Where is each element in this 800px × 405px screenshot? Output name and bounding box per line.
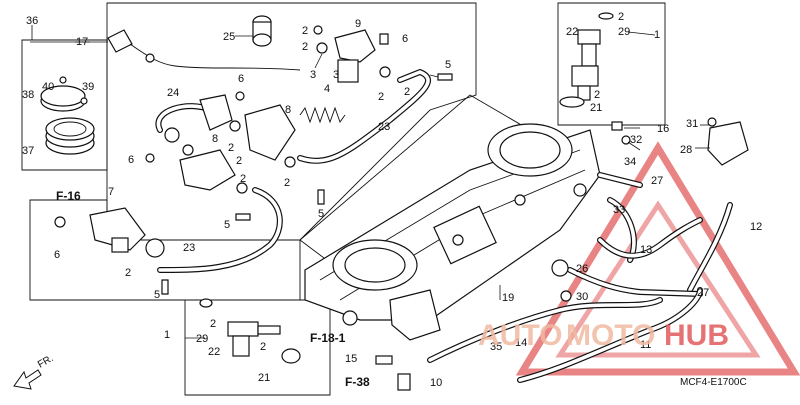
watermark-moto: MOTO	[566, 319, 655, 352]
callout-29b: 29	[196, 333, 208, 345]
callout-2g: 2	[228, 142, 234, 154]
callout-14: 14	[515, 337, 527, 349]
diagram-code: MCF4-E1700C	[680, 377, 747, 388]
callout-30: 30	[576, 291, 588, 303]
throttle-body	[304, 123, 601, 341]
callout-21b: 21	[258, 372, 270, 384]
callout-2a: 2	[302, 25, 308, 37]
callout-26: 26	[576, 263, 588, 275]
callout-2m: 2	[260, 341, 266, 353]
callout-22b: 22	[208, 346, 220, 358]
front-arrow: FR.	[13, 353, 55, 390]
callout-5d: 5	[318, 208, 324, 220]
injector-top	[559, 12, 614, 108]
callout-2b: 2	[302, 41, 308, 53]
front-label: FR.	[36, 353, 55, 371]
callout-23b: 23	[183, 242, 195, 254]
callout-22a: 22	[566, 26, 578, 38]
callout-7: 7	[108, 186, 114, 198]
callout-2c: 2	[378, 91, 384, 103]
callout-1b: 1	[164, 329, 170, 341]
callout-21a: 21	[590, 102, 602, 114]
callout-24: 24	[167, 87, 179, 99]
callout-27a: 27	[651, 175, 663, 187]
ref-f38: F-38	[345, 375, 370, 389]
callout-35: 35	[490, 341, 502, 353]
callout-12: 12	[750, 221, 762, 233]
callout-31: 31	[686, 118, 698, 130]
drain-hoses	[375, 287, 703, 391]
callout-32: 32	[630, 134, 642, 146]
callout-15: 15	[345, 353, 357, 365]
callout-34: 34	[624, 156, 636, 168]
callout-17: 17	[76, 36, 88, 48]
callout-6d: 6	[54, 249, 60, 261]
callout-37: 37	[22, 145, 34, 157]
callout-36: 36	[26, 15, 38, 27]
callout-13: 13	[640, 244, 652, 256]
callout-5c: 5	[224, 219, 230, 231]
callout-3b: 3	[333, 69, 339, 81]
leader-lines	[30, 25, 710, 339]
callout-5a: 5	[445, 59, 451, 71]
callout-6a: 6	[402, 33, 408, 45]
joint-parts	[54, 15, 453, 295]
throttle-cable	[107, 29, 301, 71]
clamp-assembly	[40, 76, 95, 155]
callout-2l: 2	[210, 318, 216, 330]
callout-5b: 5	[154, 289, 160, 301]
watermark-logo	[515, 141, 800, 376]
callout-3a: 3	[310, 69, 316, 81]
callout-8b: 8	[212, 133, 218, 145]
callout-28: 28	[680, 144, 692, 156]
callout-2i: 2	[284, 177, 290, 189]
callout-2h: 2	[125, 267, 131, 279]
callout-27b: 27	[697, 287, 709, 299]
callout-labels: 36 17 40 39 38 37 25 2 2 3 9 6 3 5 2 4 2…	[22, 11, 762, 389]
callout-2j: 2	[240, 173, 246, 185]
callout-6c: 6	[128, 154, 134, 166]
callout-2d: 2	[404, 86, 410, 98]
callout-11: 11	[640, 339, 651, 351]
callout-29a: 29	[618, 26, 630, 38]
callout-39: 39	[82, 81, 94, 93]
right-hoses	[551, 117, 749, 302]
callout-8a: 8	[285, 104, 291, 116]
callout-10: 10	[430, 377, 442, 389]
injector-bottom	[199, 298, 301, 364]
callout-23a: 23	[378, 121, 390, 133]
callout-4: 4	[324, 83, 330, 95]
ref-f18-1: F-18-1	[310, 331, 346, 345]
ref-f16: F-16	[56, 189, 81, 203]
callout-33: 33	[613, 204, 625, 216]
callout-2f: 2	[594, 89, 600, 101]
callout-25: 25	[223, 31, 235, 43]
watermark-hub: HUB	[664, 319, 729, 352]
reference-labels: F-16 F-18-1 F-38	[56, 189, 370, 389]
callout-38: 38	[22, 89, 34, 101]
watermark-text: AUTO MOTO HUB	[478, 319, 729, 352]
callout-19: 19	[502, 292, 514, 304]
callout-1a: 1	[654, 29, 660, 41]
callout-16: 16	[657, 123, 669, 135]
callout-6b: 6	[238, 73, 244, 85]
callout-2e: 2	[618, 11, 624, 23]
callout-40: 40	[42, 81, 54, 93]
callout-9: 9	[355, 18, 361, 30]
watermark-auto: AUTO	[478, 319, 562, 352]
callout-2k: 2	[236, 155, 242, 167]
